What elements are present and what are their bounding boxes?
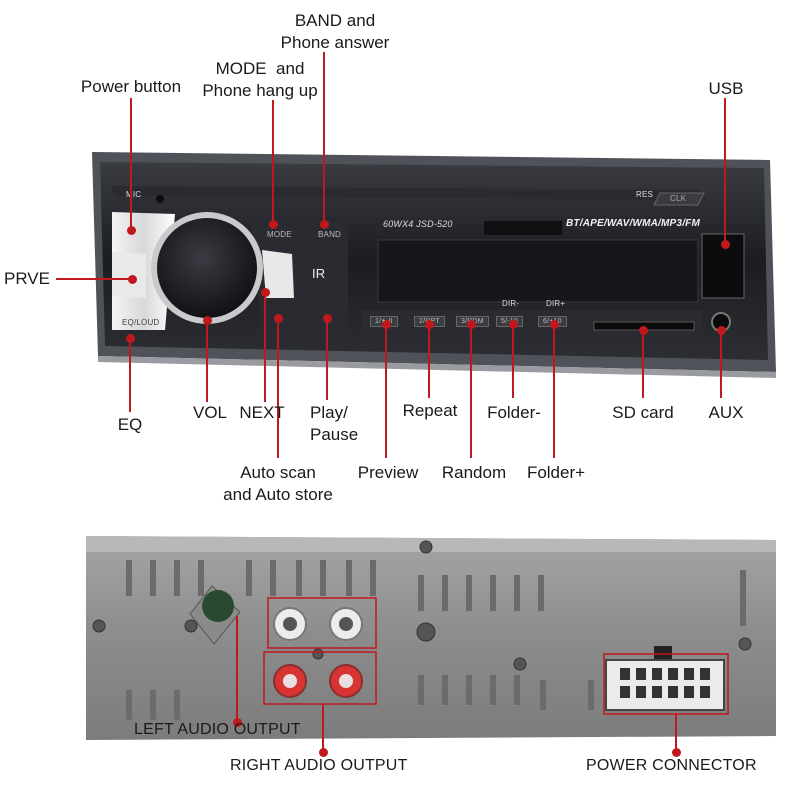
label-auto-scan: Auto scan and Auto store [223, 463, 333, 504]
label-random: Random [441, 463, 507, 482]
label-folder-minus: Folder- [487, 403, 541, 422]
label-next: NEXT [239, 403, 285, 422]
mic-label: MIC [126, 190, 142, 199]
volume-knob [157, 218, 257, 318]
label-left-audio-output: LEFT AUDIO OUTPUT [134, 721, 301, 738]
label-eq: EQ [117, 415, 143, 434]
iso-connector [605, 659, 725, 711]
mode-button[interactable]: MODE [267, 230, 292, 239]
label-repeat: Repeat [402, 401, 458, 420]
model-text: 60WX4 JSD-520 [383, 219, 453, 229]
label-sd-card: SD card [612, 403, 674, 422]
formats-text: BT/APE/WAV/WMA/MP3/FM [566, 218, 701, 229]
clk-button[interactable]: CLK [670, 194, 687, 203]
ir-label: IR [312, 266, 326, 281]
display-screen [377, 239, 699, 303]
label-power-connector: POWER CONNECTOR [586, 757, 757, 774]
band-button[interactable]: BAND [318, 230, 342, 239]
label-aux: AUX [708, 403, 744, 422]
label-preview: Preview [357, 463, 419, 482]
dir-minus-label: DIR- [502, 299, 520, 308]
label-folder-plus: Folder+ [526, 463, 586, 482]
label-band: BAND and Phone answer [280, 11, 390, 52]
label-power-button: Power button [80, 77, 182, 96]
antenna-socket [202, 590, 234, 622]
label-vol: VOL [192, 403, 228, 422]
label-mode: MODE and Phone hang up [202, 59, 318, 100]
label-usb: USB [708, 79, 744, 98]
dir-plus-label: DIR+ [546, 299, 566, 308]
label-play-pause: Play/ Pause [310, 403, 359, 444]
eq-loud-button[interactable]: EQ/LOUD [122, 318, 160, 327]
label-prve: PRVE [4, 269, 50, 288]
res-label: RES [636, 190, 654, 199]
label-right-audio-output: RIGHT AUDIO OUTPUT [230, 757, 408, 774]
